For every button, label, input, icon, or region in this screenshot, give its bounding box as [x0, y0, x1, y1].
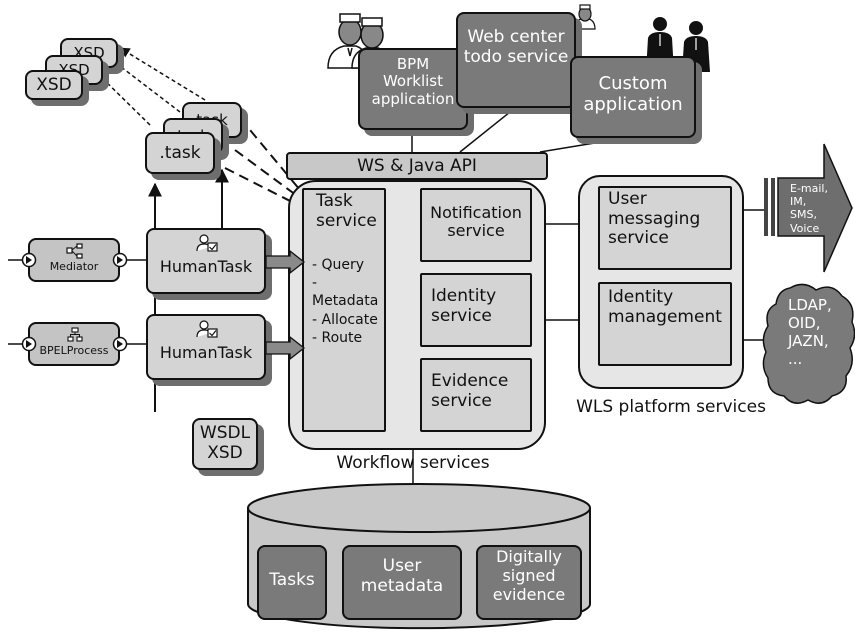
- db-tasks: Tasks: [257, 545, 327, 620]
- directory-cloud-icon: [762, 283, 855, 404]
- user-check-icon: [196, 234, 218, 252]
- task-to-workflow-dashes: [224, 117, 301, 207]
- wsdl-xsd-file: WSDL XSD: [192, 418, 258, 470]
- user-check-icon: [196, 320, 218, 338]
- apps-to-api-lines: [411, 107, 626, 153]
- web-center-app: Web center todo service: [456, 12, 576, 108]
- humantask-component-2: HumanTask: [146, 314, 266, 380]
- task-service-box: Task service - Query - Metadata - Alloca…: [302, 188, 386, 432]
- circle-arrow-icon: [112, 336, 128, 352]
- bpel-component: BPELProcess: [28, 322, 120, 366]
- db-signed-evidence: Digitally signed evidence: [476, 545, 582, 620]
- channels-arrow-icon: [764, 143, 853, 273]
- humantask-to-taskservice-arrow: [266, 336, 306, 360]
- wls-platform-label: WLS platform services: [576, 397, 766, 417]
- identity-management-box: Identity management: [598, 282, 732, 366]
- evidence-service-box: Evidence service: [420, 358, 532, 432]
- mediator-icon: [66, 243, 83, 259]
- humantask-to-taskservice-arrow: [266, 250, 306, 274]
- nurse-icon: [574, 4, 596, 30]
- circle-arrow-icon: [21, 336, 37, 352]
- user-messaging-box: User messaging service: [598, 186, 732, 270]
- custom-app: Custom application: [570, 56, 696, 138]
- xsd-reference-arrows: [91, 47, 206, 126]
- bpel-icon: [67, 327, 83, 342]
- humantask-component-1: HumanTask: [146, 228, 266, 294]
- workflow-services-label: Workflow services: [336, 453, 490, 473]
- directories-label: LDAP, OID, JAZN, ...: [788, 296, 832, 368]
- ws-java-api-bar: WS & Java API: [286, 152, 548, 180]
- xsd-file-front: XSD: [25, 70, 83, 100]
- channels-label: E-mail, IM, SMS, Voice: [790, 182, 828, 235]
- bpm-worklist-app: BPM Worklist application: [358, 48, 468, 130]
- notification-service-box: Notification service: [420, 188, 532, 262]
- task-file-front: .task: [145, 132, 215, 174]
- identity-service-box: Identity service: [420, 273, 532, 347]
- circle-arrow-icon: [112, 252, 128, 268]
- mediator-component: Mediator: [28, 238, 120, 282]
- db-user-metadata: User metadata: [342, 545, 462, 620]
- circle-arrow-icon: [21, 252, 37, 268]
